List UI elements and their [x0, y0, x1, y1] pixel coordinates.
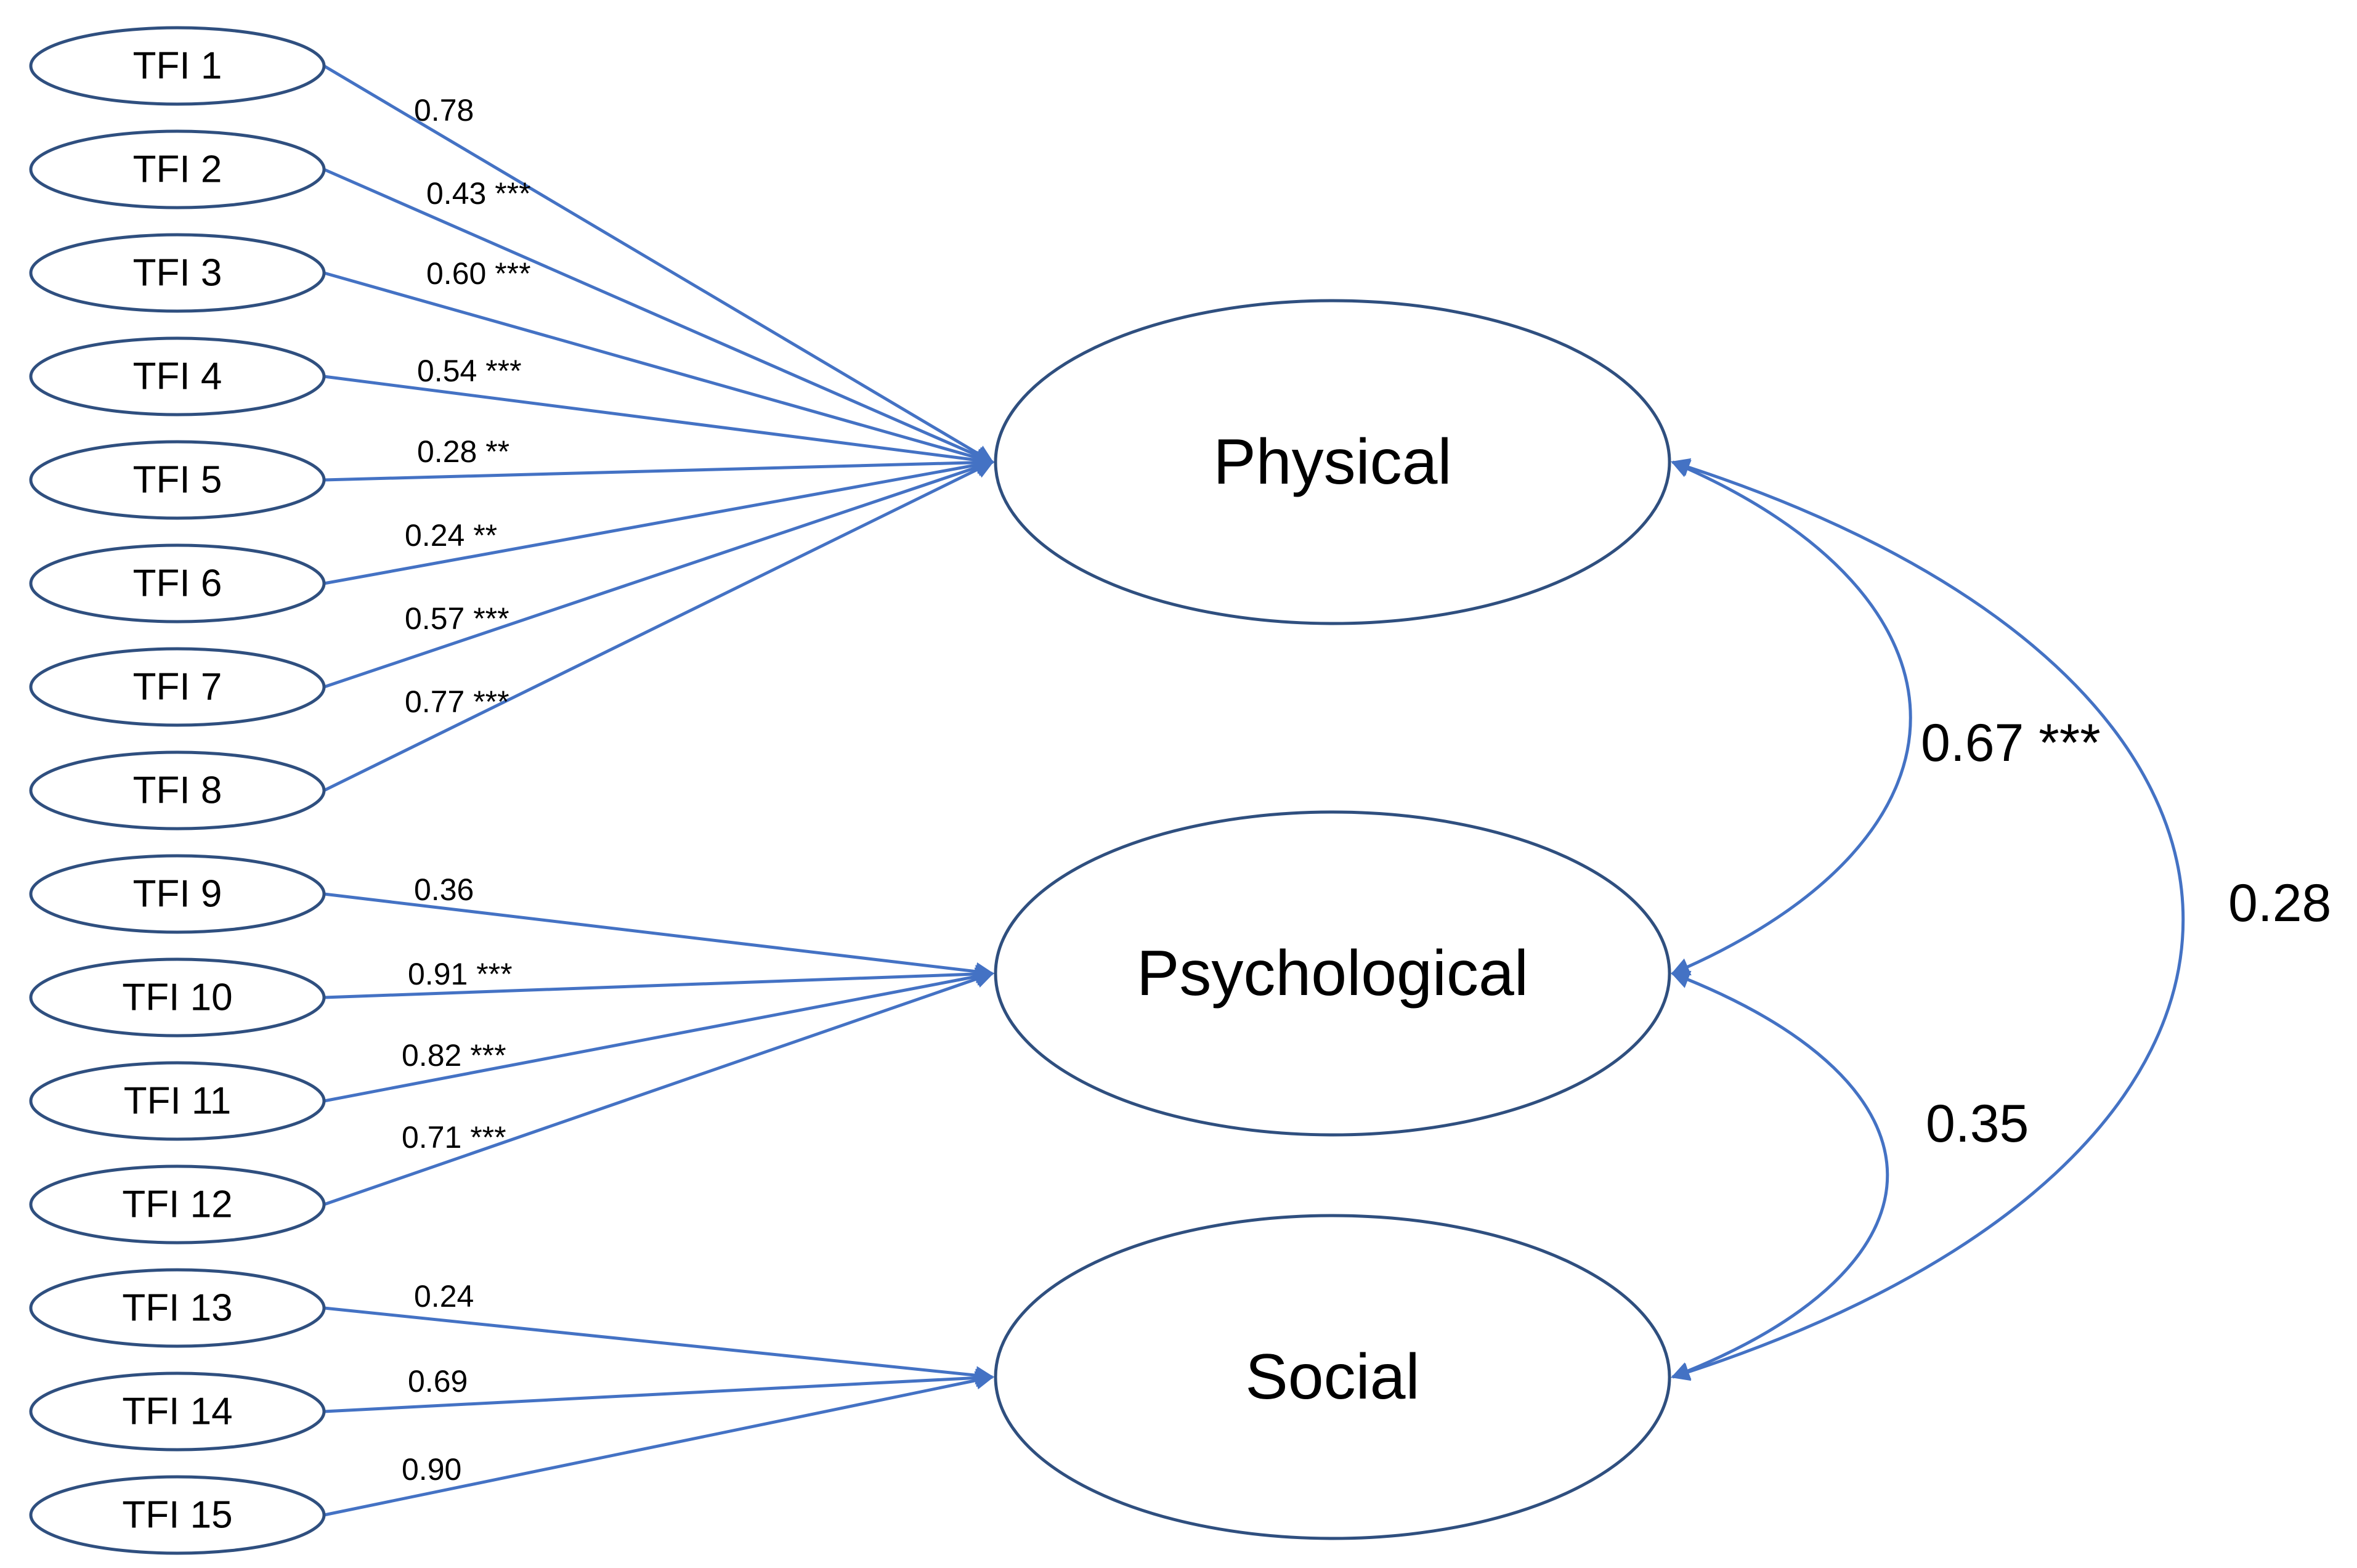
item-label: TFI 7 [133, 666, 222, 709]
loading-label-tfi-7: 0.57 *** [405, 601, 509, 636]
item-oval [29, 440, 326, 520]
loading-path-tfi-3 [323, 271, 994, 467]
factor-oval [994, 1214, 1671, 1540]
loading-label-tfi-11: 0.82 *** [402, 1038, 506, 1073]
item-oval [29, 854, 326, 934]
loading-label-tfi-1: 0.78 [414, 93, 474, 128]
loading-label-tfi-2: 0.43 *** [426, 176, 531, 211]
factor-node-physical: Physical [994, 299, 1671, 625]
item-oval [29, 336, 326, 416]
item-oval [29, 1061, 326, 1141]
item-oval [29, 1371, 326, 1452]
item-node-tfi-15: TFI 15 [29, 1475, 326, 1555]
item-oval [29, 647, 326, 727]
item-node-tfi-12: TFI 12 [29, 1164, 326, 1245]
loading-label-tfi-12: 0.71 *** [402, 1120, 506, 1155]
loading-path-tfi-8 [323, 460, 994, 792]
item-node-tfi-2: TFI 2 [29, 129, 326, 209]
loading-path-tfi-10 [323, 964, 994, 999]
item-oval [29, 1164, 326, 1245]
loading-label-tfi-15: 0.90 [402, 1452, 461, 1487]
item-oval [29, 233, 326, 313]
loading-path-tfi-2 [323, 168, 994, 464]
factor-label-psychological: Psychological [1137, 938, 1528, 1009]
item-node-tfi-13: TFI 13 [29, 1268, 326, 1348]
item-node-tfi-9: TFI 9 [29, 854, 326, 934]
item-node-tfi-8: TFI 8 [29, 750, 326, 831]
item-label: TFI 15 [122, 1494, 232, 1537]
loading-path-tfi-1 [323, 64, 994, 464]
correlation-path-physical-psychological [1671, 460, 1912, 976]
item-node-tfi-4: TFI 4 [29, 336, 326, 416]
loading-label-tfi-9: 0.36 [414, 872, 474, 907]
loading-path-tfi-15 [323, 1371, 994, 1517]
loading-path-tfi-7 [323, 458, 994, 689]
loading-label-tfi-13: 0.24 [414, 1279, 474, 1314]
item-node-tfi-6: TFI 6 [29, 543, 326, 624]
item-oval [29, 750, 326, 831]
item-oval [29, 543, 326, 624]
factor-oval [994, 299, 1671, 625]
loading-path-tfi-13 [323, 1306, 994, 1385]
item-node-tfi-3: TFI 3 [29, 233, 326, 313]
item-label: TFI 1 [133, 45, 222, 87]
item-label: TFI 11 [124, 1080, 232, 1123]
item-label: TFI 3 [133, 252, 222, 295]
factor-label-physical: Physical [1213, 426, 1451, 498]
loading-label-tfi-5: 0.28 ** [417, 434, 509, 469]
factor-node-social: Social [994, 1214, 1671, 1540]
correlation-label-physical-psychological: 0.67 *** [1921, 713, 2101, 773]
item-label: TFI 13 [122, 1287, 232, 1330]
item-label: TFI 6 [133, 563, 222, 605]
item-label: TFI 5 [133, 459, 222, 502]
loading-label-tfi-10: 0.91 *** [408, 957, 513, 991]
correlation-label-psychological-social: 0.35 [1926, 1094, 2029, 1153]
item-label: TFI 4 [133, 355, 222, 398]
item-oval [29, 26, 326, 106]
loading-path-tfi-14 [323, 1368, 994, 1413]
item-label: TFI 10 [122, 977, 232, 1019]
correlation-label-physical-social: 0.28 [2228, 874, 2331, 933]
item-node-tfi-11: TFI 11 [29, 1061, 326, 1141]
labels-layer: 0.78 0.43 *** 0.60 *** 0.54 *** 0.28 ** 0.24 … [402, 93, 2331, 1487]
item-node-tfi-14: TFI 14 [29, 1371, 326, 1452]
loading-label-tfi-4: 0.54 *** [417, 354, 522, 388]
loading-path-tfi-9 [323, 892, 994, 981]
item-oval [29, 1268, 326, 1348]
item-label: TFI 12 [122, 1184, 232, 1226]
loading-label-tfi-14: 0.69 [408, 1364, 468, 1399]
factor-node-psychological: Psychological [994, 810, 1671, 1137]
factor-label-social: Social [1245, 1341, 1419, 1413]
loading-path-tfi-6 [323, 456, 994, 585]
item-node-tfi-1: TFI 1 [29, 26, 326, 106]
loading-path-tfi-11 [323, 967, 994, 1103]
item-label: TFI 2 [133, 148, 222, 191]
item-node-tfi-5: TFI 5 [29, 440, 326, 520]
correlation-path-psychological-social [1671, 970, 1889, 1380]
loading-path-tfi-12 [323, 970, 994, 1206]
loading-label-tfi-8: 0.77 *** [405, 684, 509, 719]
correlation-path-physical-social [1671, 458, 2185, 1381]
item-node-tfi-10: TFI 10 [29, 957, 326, 1038]
loading-label-tfi-6: 0.24 ** [405, 518, 497, 553]
item-oval [29, 957, 326, 1038]
paths-layer [323, 64, 2185, 1517]
nodes-layer: TFI 1 TFI 2 TFI 3 TFI 4 TFI 5 TFI 6 TFI 7 TFI 8… [29, 26, 1671, 1555]
item-oval [29, 129, 326, 209]
item-node-tfi-7: TFI 7 [29, 647, 326, 727]
item-label: TFI 14 [122, 1391, 232, 1433]
factor-oval [994, 810, 1671, 1137]
item-label: TFI 8 [133, 770, 222, 812]
loading-path-tfi-5 [323, 453, 994, 482]
item-oval [29, 1475, 326, 1555]
item-label: TFI 9 [133, 873, 222, 916]
loading-label-tfi-3: 0.60 *** [426, 256, 531, 291]
loading-path-tfi-4 [323, 375, 994, 469]
